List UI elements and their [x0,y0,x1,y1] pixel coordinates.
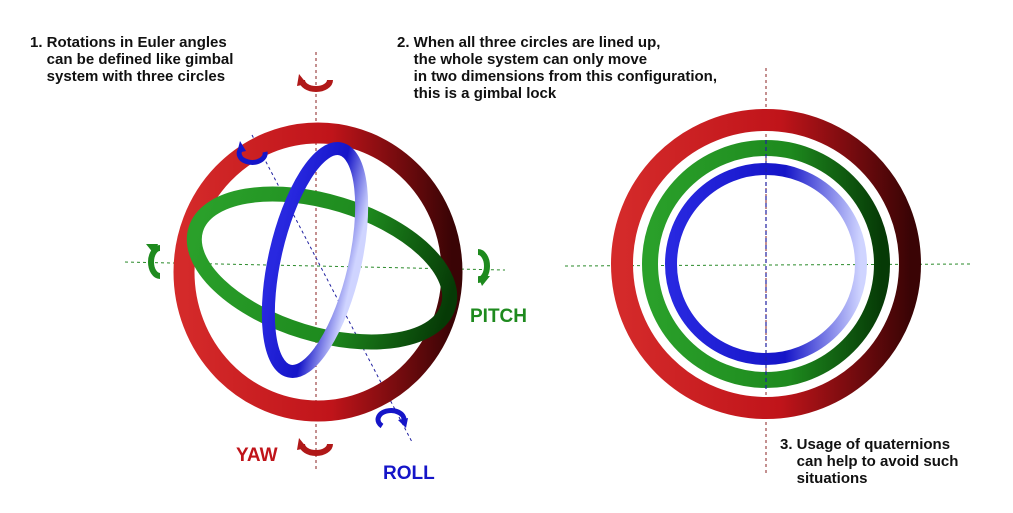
yaw-ring-locked [611,109,921,419]
note-quaternions: 3. Usage of quaternions can help to avoi… [780,436,959,487]
yaw-ring [173,122,463,422]
left-gimbal [124,52,506,470]
roll-label: ROLL [383,463,435,484]
roll-ring [261,142,369,378]
rotation-arrow-icon [237,141,246,153]
rotation-arrow-icon [375,408,407,429]
right-gimbal [564,68,971,475]
pitch-ring [186,186,458,350]
rotation-arrow-icon [297,74,307,86]
rotation-arrow-icon [478,276,490,286]
rotation-arrow-icon [146,244,158,254]
rotation-arrow-icon [297,438,307,450]
rotation-arrow-icon [398,418,408,428]
note-gimbal-lock: 2. When all three circles are lined up, … [397,34,718,102]
note-euler-angles: 1. Rotations in Euler angles can be defi… [30,34,234,85]
rotation-arrow-icon [477,249,490,283]
pitch-label: PITCH [470,306,527,327]
yaw-label: YAW [236,445,278,466]
rotation-arrow-icon [148,245,161,279]
